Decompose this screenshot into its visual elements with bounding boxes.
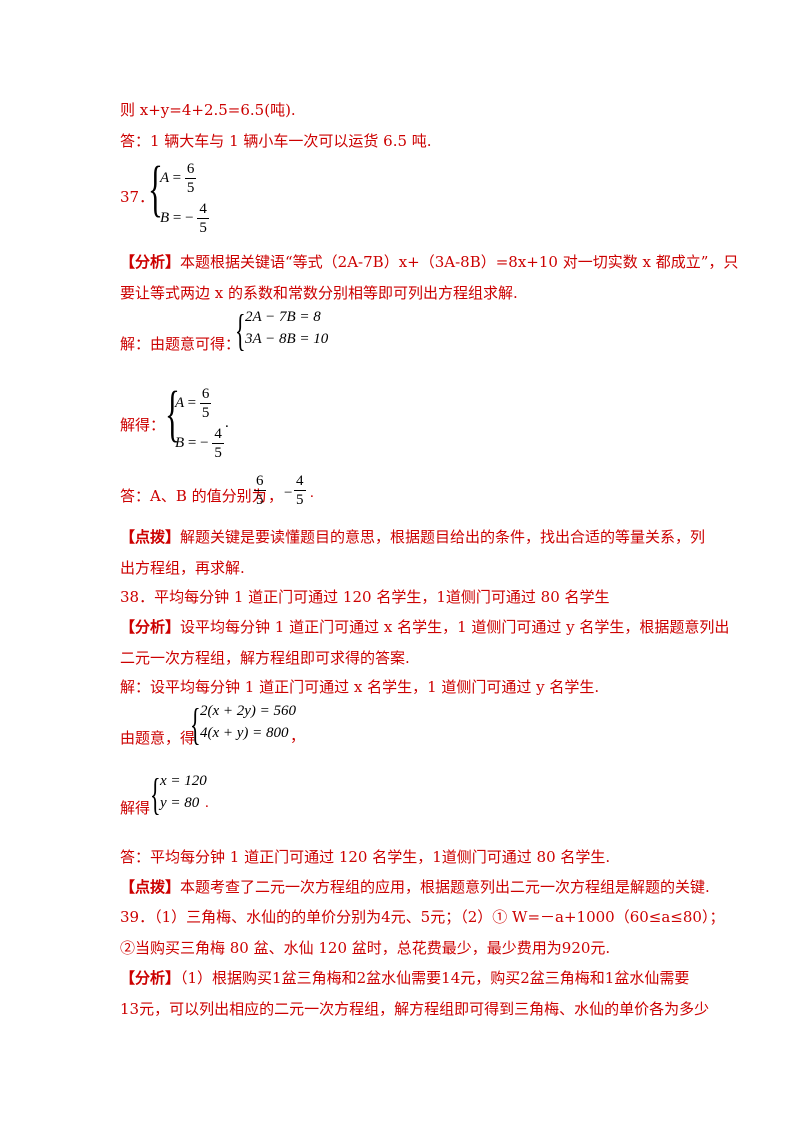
denominator: 5 <box>214 445 222 461</box>
minus-sign: − <box>200 434 209 451</box>
tip-text: 本题考查了二元一次方程组的应用，根据题意列出二元一次方程组是解题的关键. <box>180 878 710 896</box>
equation-row: 4(x + y) = 800 <box>200 725 289 741</box>
period: . <box>225 415 229 431</box>
analysis-line: 要让等式两边 x 的系数和常数分别相等即可列出方程组求解. <box>120 284 518 302</box>
numerator: 4 <box>212 426 224 444</box>
analysis-line: 【分析】本题根据关键语“等式（2A-7B）x+（3A-8B）=8x+10 对一切… <box>120 251 738 273</box>
denominator: 5 <box>296 492 304 508</box>
brace-symbol: { <box>165 380 180 448</box>
separator: ， <box>290 729 306 745</box>
tip-line: 【点拨】解题关键是要读懂题目的意思，根据题目给出的条件，找出合适的等量关系，列 <box>120 526 705 548</box>
analysis-line: 【分析】（1）根据购买1盆三角梅和2盆水仙需要14元，购买2盆三角梅和1盆水仙需… <box>120 967 689 989</box>
question-answer: 39．（1）三角梅、水仙的的单价分别为4元、5元；（2）① W=－a+1000（… <box>120 908 725 926</box>
analysis-text: （1）根据购买1盆三角梅和2盆水仙需要14元，购买2盆三角梅和1盆水仙需要 <box>180 969 690 987</box>
numerator: 6 <box>254 473 266 491</box>
answer-text: 答：A、B 的值分别为 <box>120 487 267 505</box>
numerator: 6 <box>199 386 212 404</box>
numerator: 4 <box>197 201 209 219</box>
numerator: 4 <box>294 473 306 491</box>
answer-line: 答：A、B 的值分别为 <box>120 485 267 507</box>
denominator: 5 <box>199 220 207 236</box>
solution-intro: 由题意，得 <box>120 729 196 747</box>
text-line: 则 x+y=4+2.5=6.5(吨). <box>120 101 296 119</box>
analysis-tag: 【分析】 <box>120 253 181 271</box>
period: . <box>310 485 314 501</box>
text-line: 答：1 辆大车与 1 辆小车一次可以运货 6.5 吨. <box>120 132 432 150</box>
equation-row: x = 120 <box>160 773 207 789</box>
equation-row: 3A − 8B = 10 <box>245 331 329 347</box>
separator: ， <box>268 489 284 505</box>
minus-sign: − <box>284 485 293 501</box>
solution-line: 解：设平均每分钟 1 道正门可通过 x 名学生，1 道侧门可通过 y 名学生. <box>120 678 600 696</box>
denominator: 5 <box>201 405 210 421</box>
analysis-tag: 【分析】 <box>120 618 181 636</box>
question-answer: ②当购买三角梅 80 盆、水仙 120 盆时，总花费最少，最少费用为920元. <box>120 939 611 957</box>
equals-sign: = <box>172 209 182 226</box>
analysis-line: 13元，可以列出相应的二元一次方程组，解方程组即可得到三角梅、水仙的单价各为多少 <box>120 1000 710 1018</box>
solution-get: 解得： <box>120 416 166 434</box>
minus-sign: − <box>185 209 194 226</box>
equation-system: { 2A − 7B = 8 3A − 8B = 10 <box>235 306 355 359</box>
tip-text: 解题关键是要读懂题目的意思，根据题目给出的条件，找出合适的等量关系，列 <box>180 528 706 546</box>
analysis-line: 【分析】设平均每分钟 1 道正门可通过 x 名学生，1 道侧门可通过 y 名学生… <box>120 616 729 638</box>
tip-line: 出方程组，再求解. <box>120 559 245 577</box>
equation-system: { 2(x + 2y) = 560 4(x + y) = 800 ， <box>190 700 330 753</box>
brace-symbol: { <box>190 700 201 749</box>
analysis-tag: 【分析】 <box>120 969 181 987</box>
brace-symbol: { <box>150 770 161 819</box>
equation-system: { x = 120 y = 80 . <box>150 770 230 823</box>
denominator: 5 <box>186 180 195 196</box>
analysis-text: 本题根据关键语“等式（2A-7B）x+（3A-8B）=8x+10 对一切实数 x… <box>180 253 739 271</box>
equation-row: 2(x + 2y) = 560 <box>200 703 297 719</box>
equals-sign: = <box>172 169 182 186</box>
solution-get: 解得 <box>120 799 151 817</box>
period: . <box>205 795 209 811</box>
question-answer: 38．平均每分钟 1 道正门可通过 120 名学生，1道侧门可通过 80 名学生 <box>120 588 610 606</box>
equation-row: y = 80 <box>160 795 200 811</box>
answer-line: 答：平均每分钟 1 道正门可通过 120 名学生，1道侧门可通过 80 名学生. <box>120 848 611 866</box>
brace-symbol: { <box>235 306 246 355</box>
var-a: A <box>175 394 184 411</box>
var-b: B <box>175 434 185 451</box>
question-number: 37． <box>120 188 155 206</box>
equation-row: 2A − 7B = 8 <box>245 309 321 325</box>
analysis-line: 二元一次方程组，解方程组即可求得的答案. <box>120 649 410 667</box>
tip-tag: 【点拨】 <box>120 878 181 896</box>
analysis-text: 设平均每分钟 1 道正门可通过 x 名学生，1 道侧门可通过 y 名学生，根据题… <box>180 618 730 636</box>
brace-symbol: { <box>148 155 163 223</box>
tip-line: 【点拨】本题考查了二元一次方程组的应用，根据题意列出二元一次方程组是解题的关键. <box>120 876 710 898</box>
equals-sign: = <box>187 394 197 411</box>
tip-tag: 【点拨】 <box>120 528 181 546</box>
solution-intro: 解：由题意可得： <box>120 335 241 353</box>
numerator: 6 <box>184 161 197 179</box>
equals-sign: = <box>187 434 197 451</box>
var-a: A <box>160 169 169 186</box>
var-b: B <box>160 209 170 226</box>
denominator: 5 <box>256 492 264 508</box>
